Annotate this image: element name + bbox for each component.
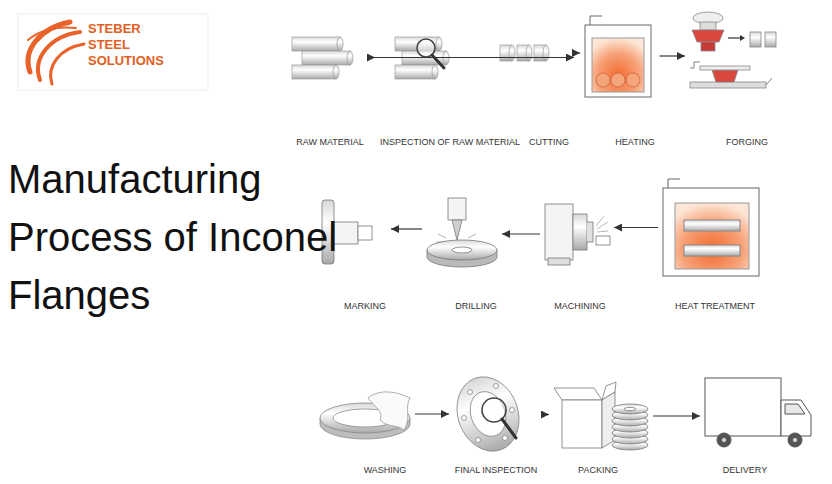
- process-step: DRILLING: [425, 196, 499, 314]
- process-step: WASHING: [318, 388, 412, 478]
- flow-arrow: [391, 228, 422, 229]
- step-label: MARKING: [344, 301, 386, 312]
- process-step: MACHINING: [543, 202, 611, 314]
- flow-arrow: [574, 52, 580, 53]
- process-step: DELIVERY: [703, 376, 813, 478]
- flow-arrow: [542, 414, 549, 415]
- step-label: DRILLING: [455, 301, 497, 312]
- step-label: CUTTING: [529, 137, 569, 148]
- company-logo-text: STEBER STEEL SOLUTIONS: [88, 21, 164, 69]
- flow-arrow: [415, 413, 449, 414]
- heat-treatment-furnace-icon: [663, 179, 759, 276]
- process-step: FINAL INSPECTION: [452, 374, 539, 478]
- flow-arrow: [653, 415, 700, 416]
- furnace-icon: [585, 16, 651, 97]
- step-label: PACKING: [578, 465, 618, 476]
- step-label: MACHINING: [554, 301, 606, 312]
- flow-arrow: [502, 233, 540, 234]
- diagram-title: Manufacturing Process of Inconel Flanges: [8, 150, 338, 324]
- step-label: DELIVERY: [723, 465, 767, 476]
- flow-arrow: [614, 227, 658, 228]
- step-label: INSPECTION OF RAW MATERIAL: [380, 137, 520, 148]
- packing-box-icon: [554, 382, 648, 450]
- flow-arrow: [375, 57, 574, 58]
- process-step: HEAT TREATMENT: [661, 177, 761, 314]
- forging-die-icon: [690, 12, 776, 88]
- step-label: HEAT TREATMENT: [675, 301, 755, 312]
- process-step: FORGING: [688, 10, 778, 150]
- process-step: INSPECTION OF RAW MATERIAL: [378, 35, 522, 150]
- step-label: FINAL INSPECTION: [455, 465, 538, 476]
- process-step: RAW MATERIAL: [290, 35, 366, 150]
- step-label: HEATING: [615, 137, 654, 148]
- process-step: CUTTING: [498, 43, 571, 150]
- washing-ring-icon: [320, 392, 410, 439]
- flow-arrow: [369, 57, 375, 58]
- lathe-icon: [545, 204, 610, 265]
- cut-billets-icon: [500, 45, 549, 61]
- step-label: WASHING: [364, 465, 407, 476]
- process-step: MARKING: [320, 198, 388, 314]
- delivery-truck-icon: [705, 378, 811, 447]
- step-label: RAW MATERIAL: [296, 137, 364, 148]
- bar-stock-icon: [292, 37, 353, 79]
- flow-arrow: [660, 55, 685, 56]
- process-step: PACKING: [552, 382, 650, 478]
- logo-mark: [18, 14, 208, 90]
- step-label: FORGING: [726, 137, 768, 148]
- flange-inspection-icon: [447, 368, 529, 460]
- process-step: HEATING: [583, 14, 657, 150]
- drill-icon: [427, 198, 497, 267]
